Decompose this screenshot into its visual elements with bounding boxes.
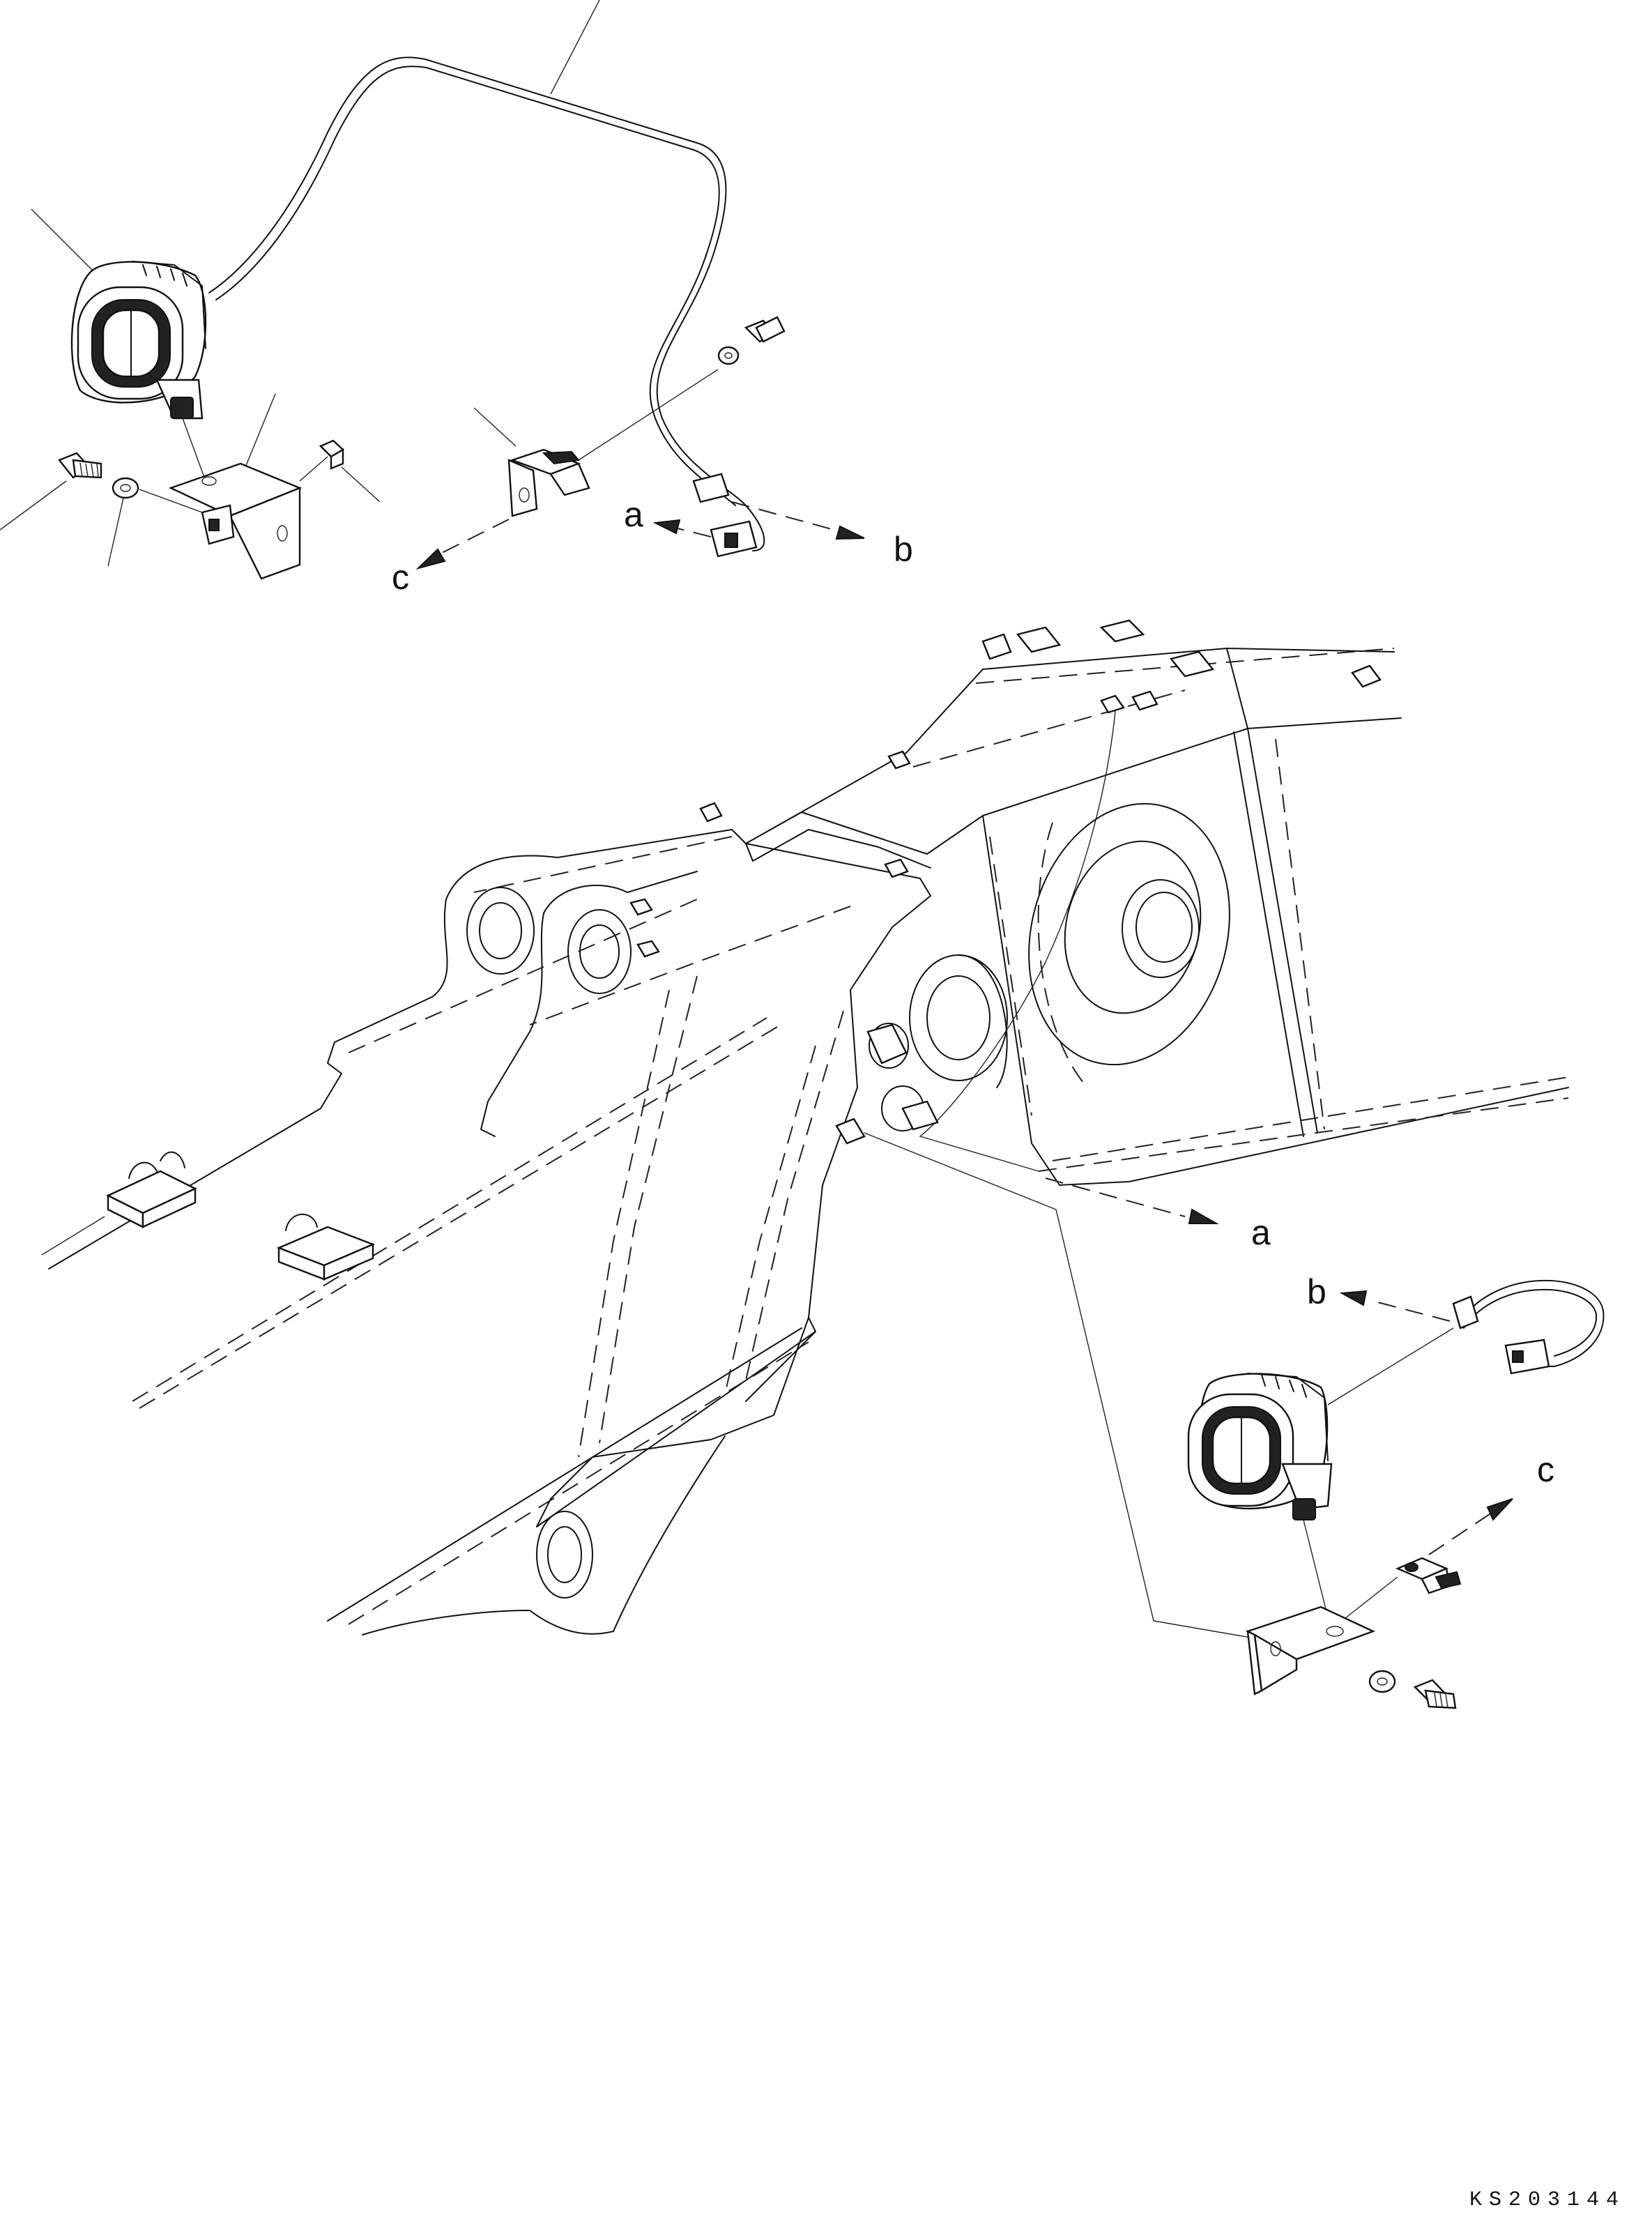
connector-top: [692, 473, 758, 558]
washer-top: [107, 477, 203, 567]
callout-c-mid: c: [1537, 1450, 1554, 1489]
wire-pigtail: [1452, 1279, 1605, 1375]
boom-structure: [41, 619, 1569, 1635]
bolt-lower: [1413, 1679, 1457, 1709]
bolt-leader-line: [0, 480, 67, 531]
boom-harness-clamps: [699, 619, 1382, 1131]
clip-leader-line: [473, 407, 517, 447]
bolt-washer-top-right: [717, 316, 786, 365]
nut-top: [299, 439, 381, 503]
bracket-leader-line: [243, 393, 276, 471]
callout-b-mid: b: [1307, 1272, 1326, 1311]
wire-harness: [208, 56, 765, 551]
callout-c-top: c: [392, 558, 409, 597]
lower-assembly: a b: [864, 1132, 1605, 1709]
callout-b-top: b: [894, 530, 913, 569]
washer-leader-line: [107, 494, 125, 567]
nut-leader-line: [341, 466, 381, 503]
harness-leader-line: [550, 0, 600, 95]
work-lamp-top: [31, 208, 207, 482]
mounting-bracket-lower: [1246, 1606, 1376, 1695]
loose-clamps-left: [41, 1151, 376, 1281]
bracket-leader-lower: [864, 1132, 1255, 1639]
arrow-b-mid: b: [1307, 1272, 1451, 1322]
bolt-top: [0, 452, 102, 531]
drawing-code: KS203144: [1469, 2188, 1626, 2212]
mounting-bracket-top: [168, 393, 303, 580]
arrow-b-top: b: [731, 501, 913, 569]
harness-clip-top: [473, 369, 719, 517]
top-assembly: a b c: [0, 0, 913, 597]
callout-a-top: a: [624, 495, 643, 534]
arrow-a-mid: a: [1045, 1177, 1271, 1252]
arrow-c-mid: c: [1428, 1450, 1554, 1555]
harness-clip-lower: [1341, 1557, 1462, 1622]
arrow-c-top: c: [392, 519, 510, 597]
washer-lower: [1368, 1670, 1396, 1693]
arrow-a-top: a: [624, 495, 712, 537]
work-lamp-lower: [1187, 1327, 1454, 1618]
callout-a-mid: a: [1251, 1213, 1271, 1252]
lamp-leader-line: [31, 208, 98, 276]
wire-harness-outline: [215, 66, 736, 506]
